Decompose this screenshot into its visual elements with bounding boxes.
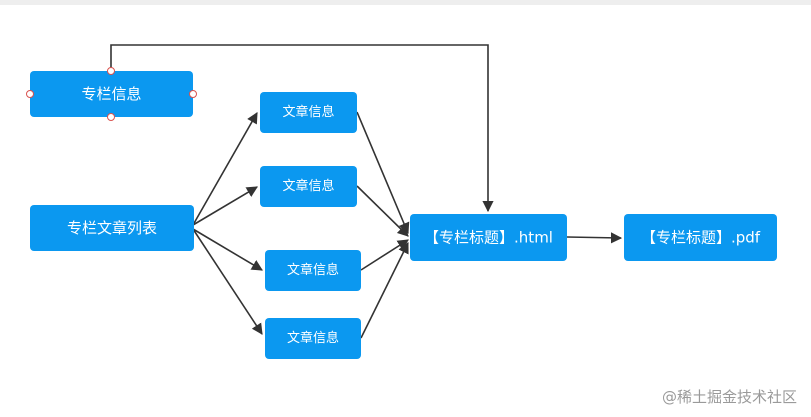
node-column-article-list[interactable]: 专栏文章列表	[30, 205, 194, 251]
node-html-output-label: 【专栏标题】.html	[424, 229, 553, 247]
node-article-info-3[interactable]: 文章信息	[265, 250, 361, 291]
node-article-info-2-label: 文章信息	[282, 178, 334, 194]
node-pdf-output[interactable]: 【专栏标题】.pdf	[624, 214, 777, 261]
node-article-info-1-label: 文章信息	[282, 104, 334, 120]
watermark: @稀土掘金技术社区	[661, 388, 797, 406]
node-html-output[interactable]: 【专栏标题】.html	[410, 214, 567, 261]
node-column-info-label: 专栏信息	[81, 85, 141, 103]
selection-handles[interactable]	[26, 67, 197, 121]
node-article-info-2[interactable]: 文章信息	[260, 166, 357, 207]
handle-top[interactable]	[107, 67, 115, 75]
edges	[110, 44, 623, 339]
node-article-info-1[interactable]: 文章信息	[260, 92, 357, 133]
node-article-info-3-label: 文章信息	[287, 262, 339, 278]
node-article-info-4[interactable]: 文章信息	[265, 318, 361, 359]
node-column-info[interactable]: 专栏信息	[30, 71, 193, 117]
edge-list-to-article-2	[192, 186, 258, 226]
edge-article-3-to-html	[360, 239, 409, 271]
top-bar	[0, 0, 811, 5]
handle-bottom[interactable]	[107, 113, 115, 121]
edge-list-to-article-3	[192, 228, 263, 271]
handle-right[interactable]	[189, 90, 197, 98]
node-pdf-output-label: 【专栏标题】.pdf	[641, 229, 761, 247]
edge-article-1-to-html	[356, 111, 410, 235]
edge-html-to-pdf	[566, 232, 623, 244]
handle-left[interactable]	[26, 90, 34, 98]
edge-article-2-to-html	[356, 185, 409, 237]
node-article-info-4-label: 文章信息	[287, 330, 339, 346]
edge-list-to-article-1	[192, 112, 258, 226]
edge-list-to-article-4	[192, 228, 263, 335]
edge-column-info-to-html	[110, 44, 494, 213]
edge-article-4-to-html	[360, 241, 409, 339]
node-column-article-list-label: 专栏文章列表	[67, 219, 157, 237]
